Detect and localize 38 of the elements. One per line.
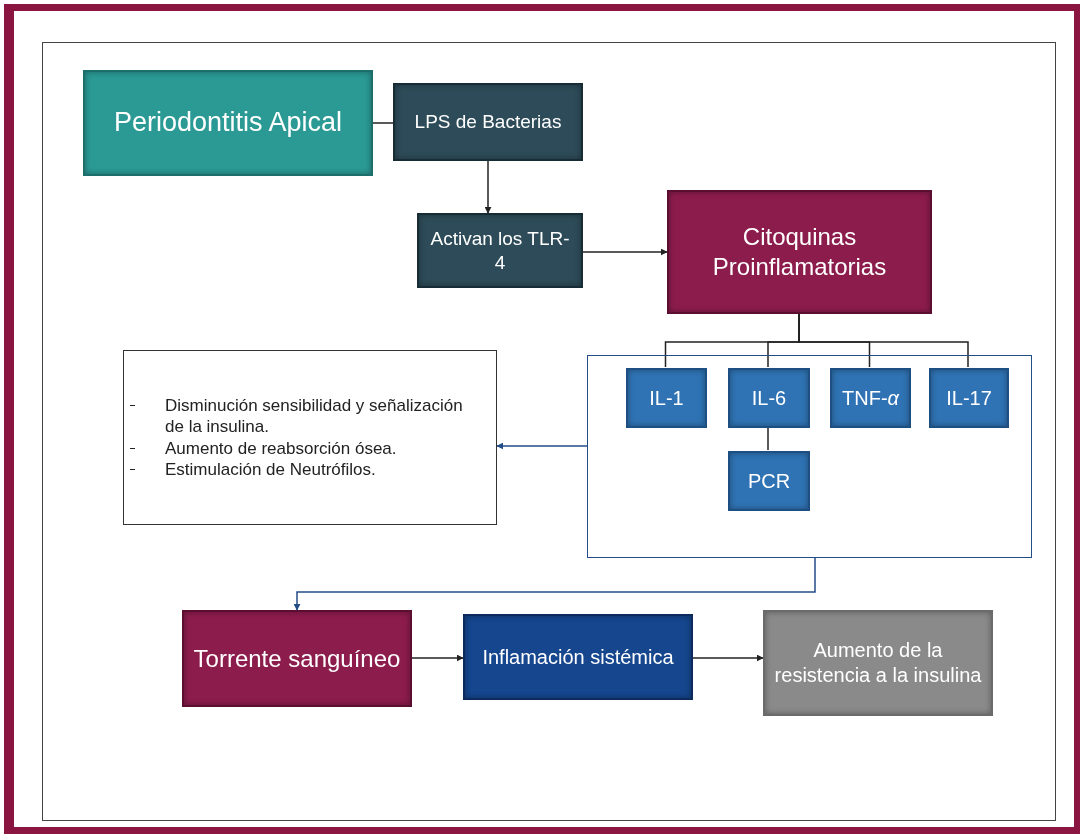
cytokine-box: [728, 451, 810, 511]
process-box: [417, 213, 583, 288]
cytokine-box: [830, 368, 911, 428]
cytokine-box: [626, 368, 707, 428]
box-label: Aumento de la resistencia a la insulina: [773, 638, 983, 688]
group-box: [587, 355, 1032, 558]
process-box: [83, 70, 373, 176]
arrow: [582, 248, 668, 256]
process-box: [667, 190, 932, 314]
box-label: PCR: [747, 468, 791, 494]
list-item-text: Disminución sensibilidad y señalización de la insulina.: [165, 395, 464, 438]
list-item-text: Aumento de reabsorción ósea.: [165, 437, 398, 459]
connector-line: [767, 426, 769, 451]
box-label: Periodontitis Apical: [113, 106, 343, 140]
connector-line: [798, 313, 969, 368]
process-box: [182, 610, 412, 707]
arrow: [484, 160, 492, 214]
process-box: [463, 614, 693, 700]
box-label: IL-6: [751, 385, 787, 411]
cytokine-box: [929, 368, 1009, 428]
box-label: Torrente sanguíneo: [193, 643, 401, 674]
box-label: TNF-α: [842, 385, 899, 411]
process-box: [393, 83, 583, 161]
list-item-text: Estimulación de Neutrófilos.: [165, 458, 377, 480]
box-label: IL-1: [649, 385, 684, 411]
outcome-box: [763, 610, 993, 716]
box-label: Inflamación sistémica: [482, 644, 674, 670]
arrow: [411, 654, 464, 662]
connector-line: [372, 122, 394, 124]
effects-box: [123, 350, 497, 525]
arrow: [692, 654, 764, 662]
box-label: LPS de Bacterias: [414, 110, 562, 134]
cytokine-box: [728, 368, 810, 428]
arrow: [293, 557, 816, 611]
box-label: Activan los TLR-4: [429, 226, 571, 275]
box-label: IL-17: [946, 385, 992, 411]
box-label: Citoquinas Proinflamatorias: [711, 222, 888, 282]
arrow: [496, 442, 588, 450]
